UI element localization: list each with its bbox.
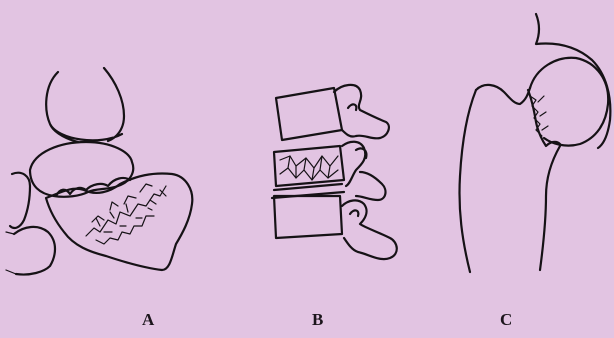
panel-c-greater-trochanter (476, 85, 530, 104)
panel-b-upper-vertebra (276, 88, 342, 140)
panel-b-upper-posterior (334, 85, 389, 139)
panel-b-lower-vertebra (274, 196, 342, 238)
panel-label-c: C (500, 310, 512, 330)
panel-b-drawing (272, 85, 397, 259)
panel-b-fracture-cracks (280, 156, 338, 180)
panel-a-tibia (46, 68, 124, 142)
panel-a-navicular (10, 173, 30, 228)
panel-a-forefoot (6, 232, 16, 274)
panel-c-shaft-medial (540, 146, 560, 270)
panel-b-upper-facet (348, 104, 356, 110)
panel-b-middle-spinous (356, 148, 385, 200)
panel-a-drawing (6, 68, 192, 275)
panel-b-fractured-vertebra (274, 146, 344, 186)
panel-a-calcaneus (46, 173, 192, 270)
panel-c-femoral-head (530, 58, 608, 146)
panel-b-lower-posterior (342, 200, 397, 259)
panel-b-lower-facet (350, 210, 358, 216)
panel-label-b: B (312, 310, 323, 330)
panel-c-drawing (459, 14, 610, 272)
panel-a-cuboid (14, 227, 55, 275)
panel-c-shaft-lateral (459, 90, 476, 272)
panel-label-a: A (142, 310, 154, 330)
